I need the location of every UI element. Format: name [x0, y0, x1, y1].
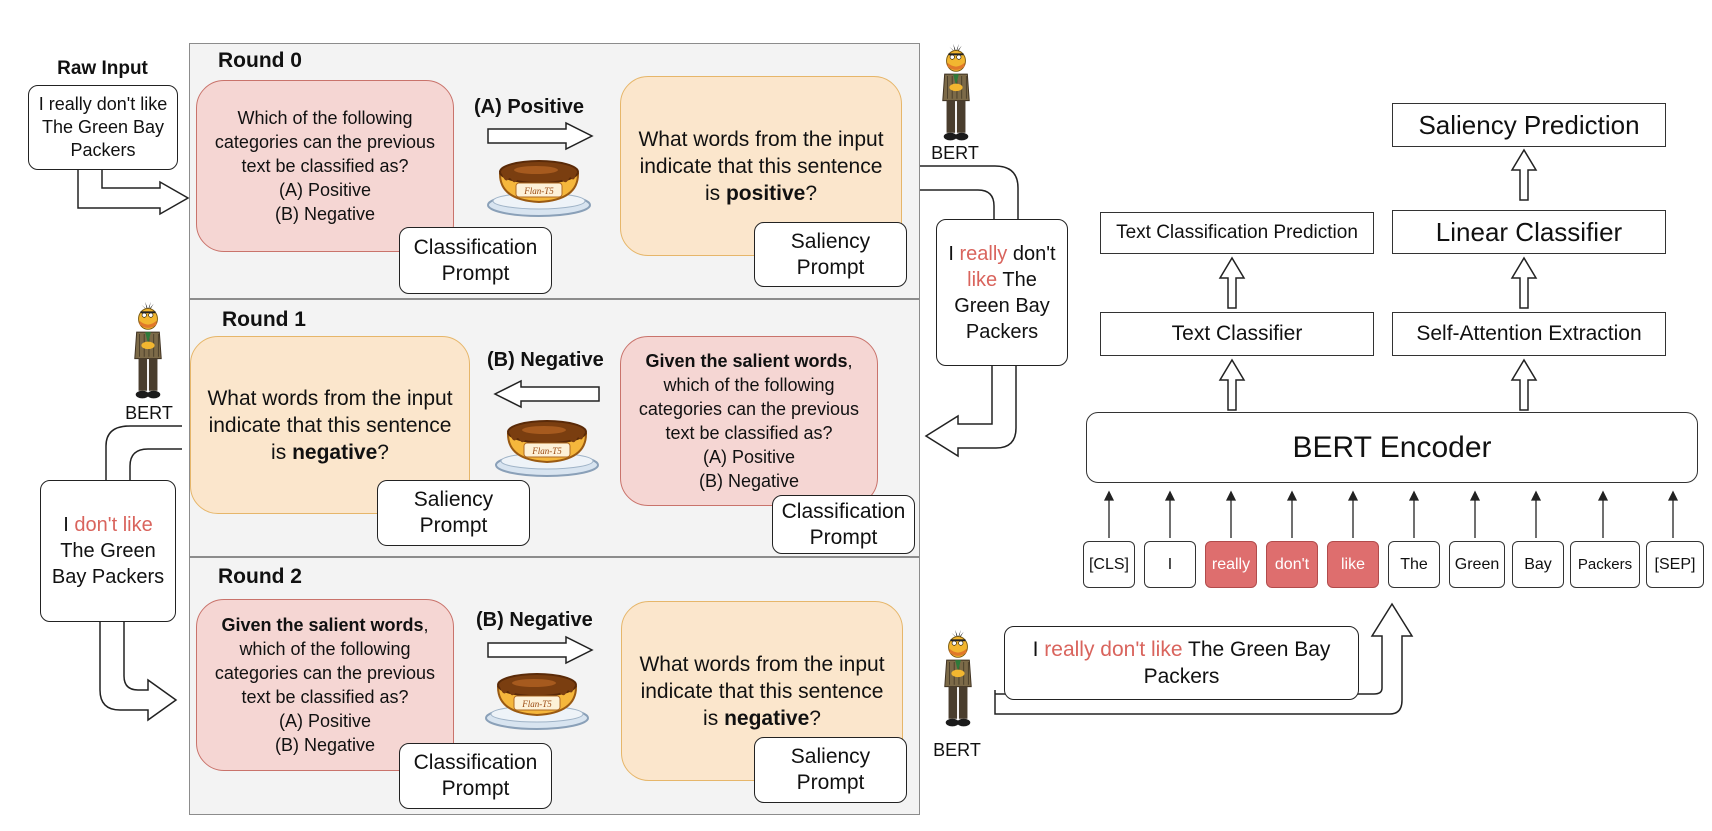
round-2-saliency-prompt-tag: Saliency Prompt — [754, 737, 907, 803]
round-1-saliency-question: What words from the input indicate that … — [207, 386, 453, 464]
highlight-really: really — [959, 242, 1008, 265]
token-packers: Packers — [1570, 541, 1640, 588]
round-0-saliency-prompt-tag: Saliency Prompt — [754, 222, 907, 287]
token-bay: Bay — [1512, 541, 1564, 588]
highlight-dont: don't — [74, 514, 118, 536]
linear-classifier-box: Linear Classifier — [1392, 210, 1666, 254]
round-1-answer: (B) Negative — [487, 349, 604, 371]
round-2-saliency-label: negative — [724, 706, 810, 730]
round-1-salient-lead: Given the salient words — [645, 351, 848, 371]
round-1-classification-box: Given the salient words, which of the fo… — [620, 336, 878, 506]
highlight-like: like — [967, 268, 998, 291]
round-2-title: Round 2 — [218, 565, 302, 588]
token-sep: [SEP] — [1646, 541, 1704, 588]
highlighted-text-box-left: I don't like The Green Bay Packers — [40, 480, 176, 622]
token-i: I — [1144, 541, 1196, 588]
round-2-option-a: (A) Positive — [278, 711, 372, 731]
highlighted-text-box-right: I really don't like The Green Bay Packer… — [936, 219, 1068, 366]
token-like: like — [1327, 541, 1379, 588]
round-0-classification-prompt-tag: Classification Prompt — [399, 227, 552, 294]
highlight-like-2: like — [122, 514, 153, 536]
round-0-title: Round 0 — [218, 49, 302, 72]
bert-encoder-box: BERT Encoder — [1086, 412, 1698, 483]
round-1-title: Round 1 — [222, 308, 306, 331]
round-0-option-a: (A) Positive — [278, 180, 372, 200]
saliency-prediction-box: Saliency Prediction — [1392, 103, 1666, 147]
raw-input-box: I really don't like The Green Bay Packer… — [28, 85, 178, 170]
round-2-option-b: (B) Negative — [274, 735, 376, 755]
bert-label-left: BERT — [125, 403, 173, 423]
round-0-classification-question: Which of the following categories can th… — [214, 108, 436, 176]
round-2-saliency-question: What words from the input indicate that … — [639, 652, 885, 730]
token-green: Green — [1449, 541, 1505, 588]
raw-input-label: Raw Input — [57, 58, 148, 79]
self-attention-extraction-box: Self-Attention Extraction — [1392, 312, 1666, 356]
round-0-saliency-label: positive — [725, 181, 806, 205]
round-1-saliency-prompt-tag: Saliency Prompt — [377, 480, 530, 546]
text-classification-prediction-box: Text Classification Prediction — [1100, 212, 1374, 254]
round-2-salient-lead: Given the salient words — [221, 615, 424, 635]
round-1-option-a: (A) Positive — [702, 447, 796, 467]
round-1-classification-prompt-tag: Classification Prompt — [772, 495, 915, 554]
round-2-classification-box: Given the salient words, which of the fo… — [196, 599, 454, 771]
round-2-answer: (B) Negative — [476, 609, 593, 631]
token-really: really — [1205, 541, 1257, 588]
text-classifier-box: Text Classifier — [1100, 312, 1374, 356]
round-1-classification-question: , which of the following categories can … — [638, 351, 860, 443]
saliency-prompt-label: Saliency Prompt — [790, 229, 871, 279]
round-2-classification-question: , which of the following categories can … — [214, 615, 436, 707]
round-0-answer: (A) Positive — [474, 96, 585, 118]
round-0-right-arrow — [487, 121, 594, 151]
round-1-option-b: (B) Negative — [698, 471, 800, 491]
token-cls: [CLS] — [1083, 541, 1135, 588]
final-highlight: really don't like — [1044, 638, 1183, 661]
token-the: The — [1388, 541, 1440, 588]
token-dont: don't — [1266, 541, 1318, 588]
round-2-classification-prompt-tag: Classification Prompt — [399, 743, 552, 809]
raw-input-text: I really don't like The Green Bay Packer… — [38, 94, 168, 160]
round-2-right-arrow — [487, 635, 594, 665]
round-1-left-arrow — [493, 379, 600, 409]
classification-prompt-label: Classification Prompt — [413, 235, 538, 285]
bert-label-top: BERT — [931, 143, 979, 163]
final-highlighted-text-box: I really don't like The Green Bay Packer… — [1004, 626, 1359, 700]
round-0-option-b: (B) Negative — [274, 204, 376, 224]
round-0-saliency-question: What words from the input indicate that … — [638, 127, 884, 205]
bert-label-bottom: BERT — [933, 740, 981, 760]
round-1-saliency-box: What words from the input indicate that … — [190, 336, 470, 514]
round-0-classification-box: Which of the following categories can th… — [196, 80, 454, 252]
round-1-saliency-label: negative — [292, 440, 378, 464]
